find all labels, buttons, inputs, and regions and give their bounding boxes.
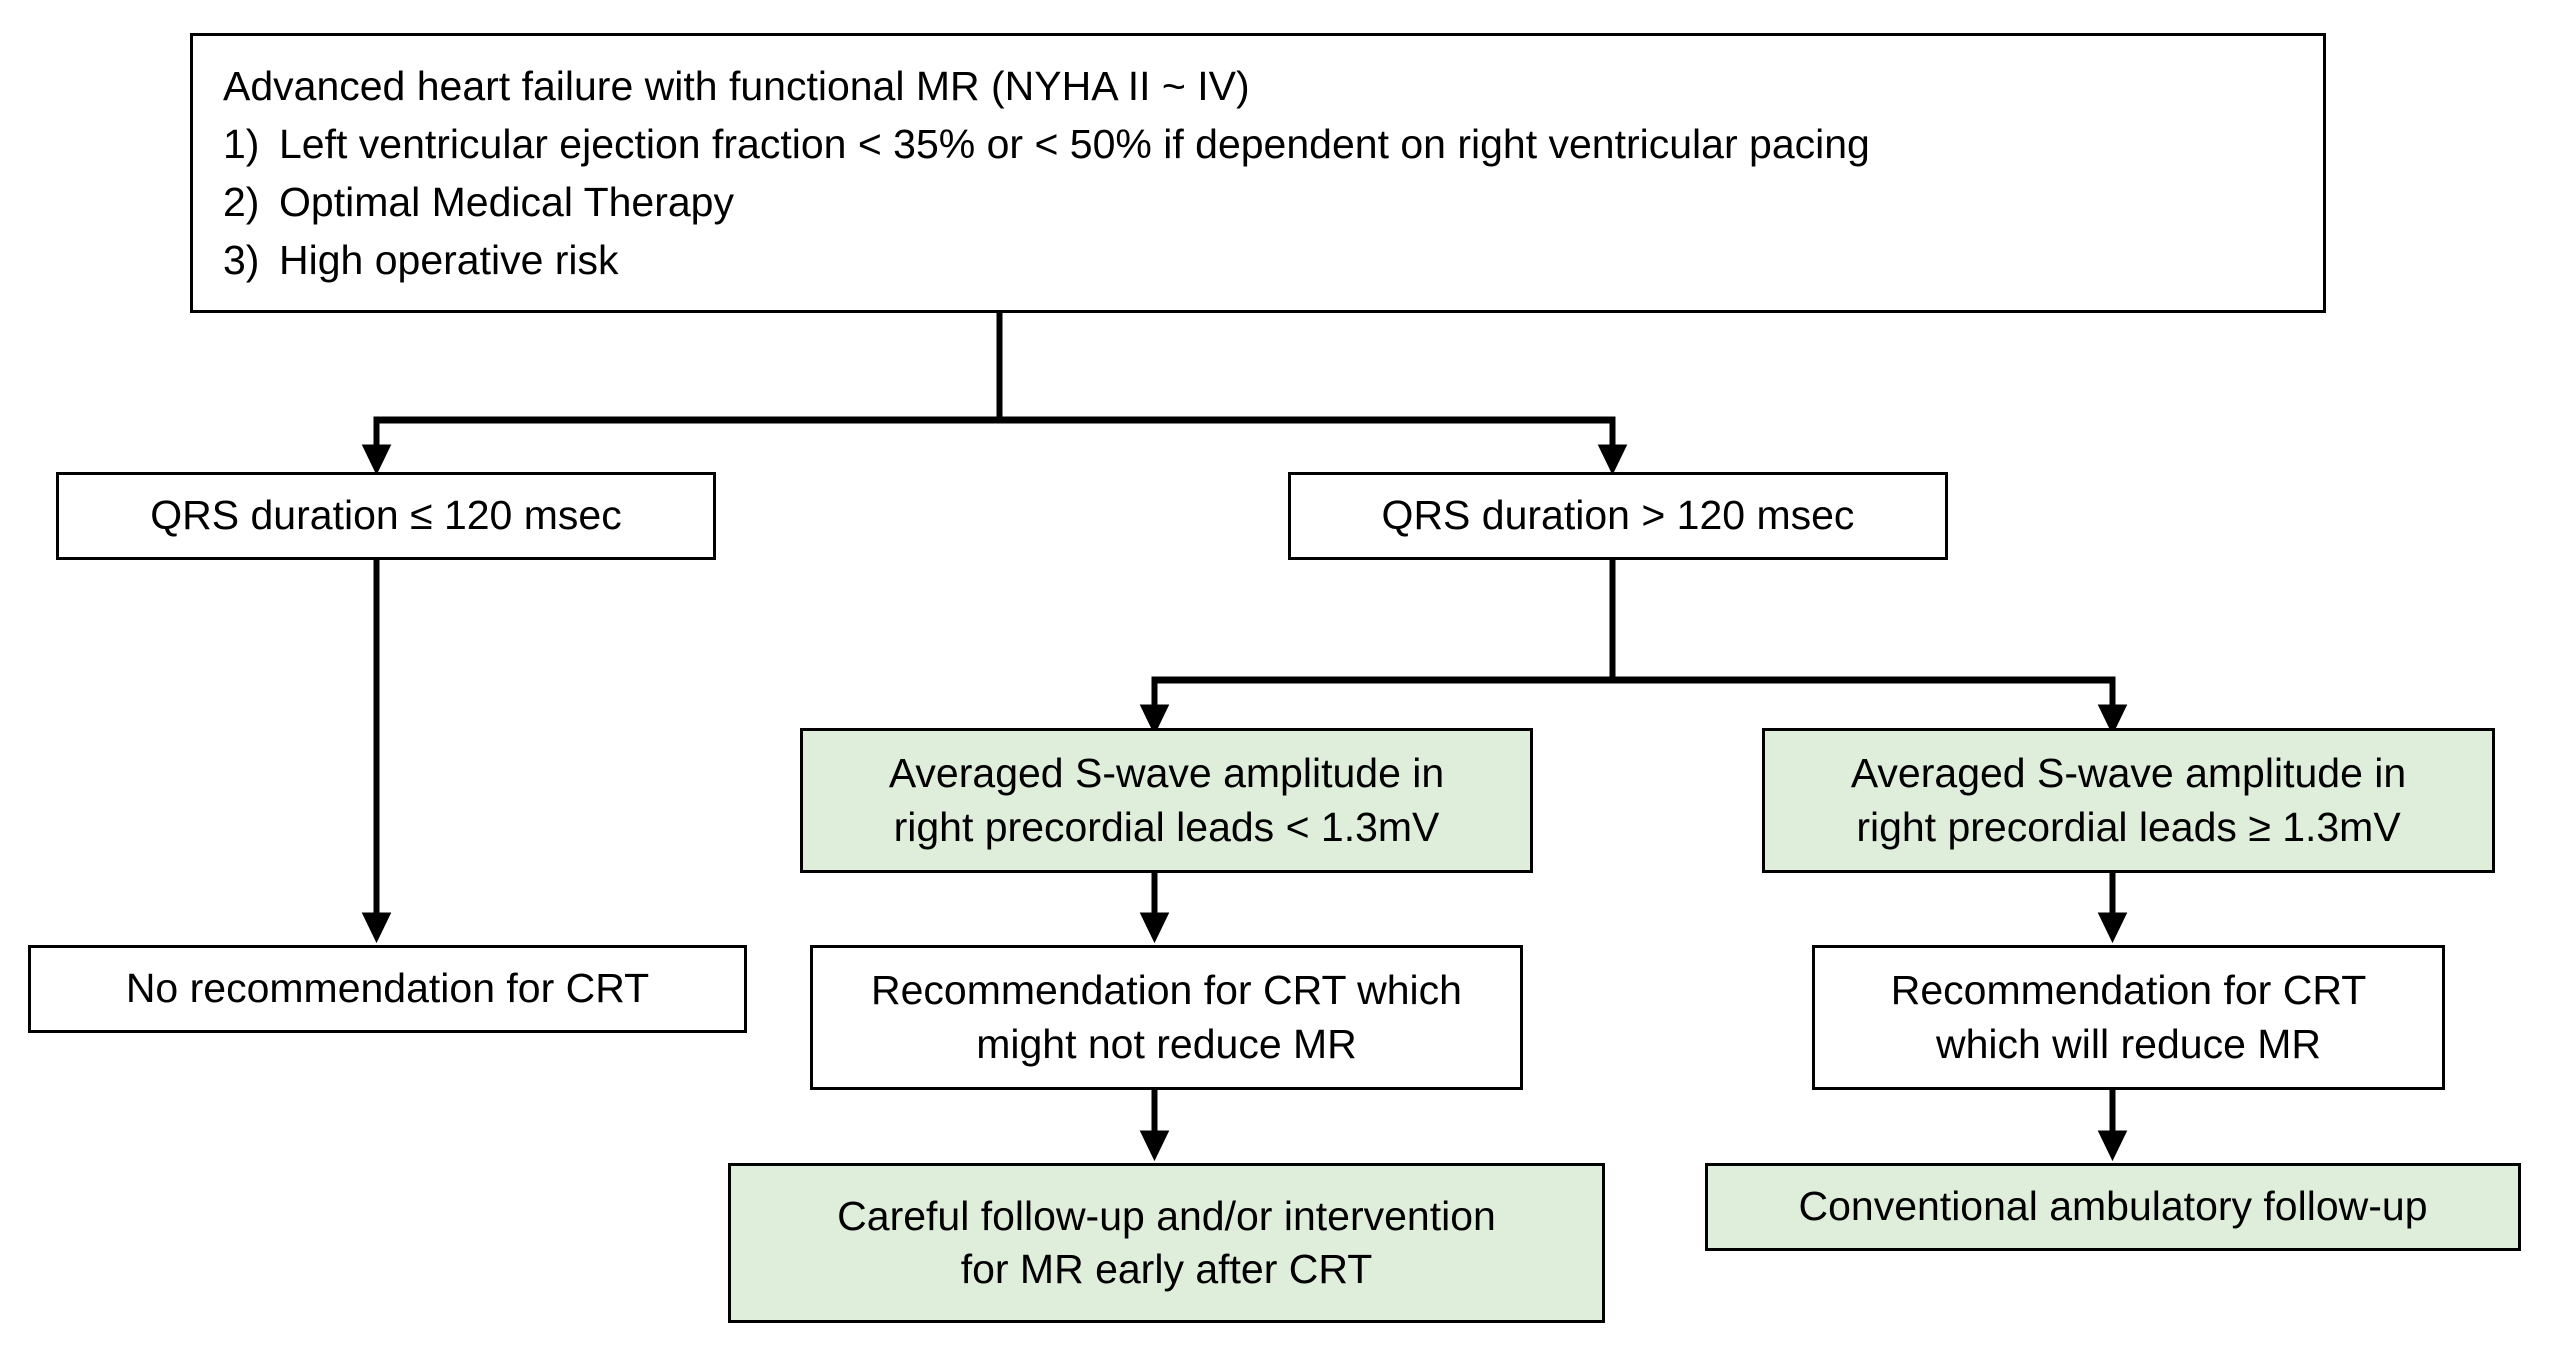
root-item-2-text: Optimal Medical Therapy xyxy=(279,179,734,225)
connector-rec-will-stem xyxy=(2109,1089,2116,1141)
arrowhead-to-rec-will xyxy=(2097,912,2128,944)
arrowhead-to-qrs-short xyxy=(361,444,392,476)
node-swave-amplitude-low: Averaged S-wave amplitude in right preco… xyxy=(800,728,1533,873)
connector-swave-low-stem xyxy=(1151,871,1158,923)
root-heading: Advanced heart failure with functional M… xyxy=(223,62,1250,109)
arrowhead-to-rec-might-not xyxy=(1139,912,1170,944)
root-item-1-number: 1) xyxy=(223,120,260,167)
rec-will-line-1: Recommendation for CRT xyxy=(1890,967,2367,1014)
connector-qrs-short-stem xyxy=(373,559,380,921)
qrs-long-label: QRS duration > 120 msec xyxy=(1381,492,1855,539)
root-item-1-text: Left ventricular ejection fraction < 35%… xyxy=(279,120,1870,167)
arrowhead-to-careful-followup xyxy=(1139,1130,1170,1162)
rec-might-not-line-1: Recommendation for CRT which xyxy=(871,967,1462,1014)
root-criteria-text: Advanced heart failure with functional M… xyxy=(193,57,1870,290)
connector-root-stem xyxy=(996,309,1003,421)
root-item-1: 1) Left ventricular ejection fraction < 3… xyxy=(223,115,1870,173)
root-item-2: 2) Optimal Medical Therapy xyxy=(223,173,1870,231)
connector-qrs-long-split-bar xyxy=(1151,676,2116,684)
node-no-recommendation-crt: No recommendation for CRT xyxy=(28,945,747,1033)
careful-followup-line-2: for MR early after CRT xyxy=(960,1246,1373,1292)
rec-might-not-line-2: might not reduce MR xyxy=(976,1020,1357,1067)
node-qrs-duration-short: QRS duration ≤ 120 msec xyxy=(56,472,716,560)
connector-rec-might-not-stem xyxy=(1151,1089,1158,1141)
qrs-long-text: QRS duration > 120 msec xyxy=(1291,489,1945,542)
swave-low-text: Averaged S-wave amplitude in right preco… xyxy=(803,747,1530,854)
swave-high-text: Averaged S-wave amplitude in right preco… xyxy=(1765,747,2492,854)
swave-low-line-2: right precordial leads < 1.3mV xyxy=(893,803,1440,850)
swave-high-line-1: Averaged S-wave amplitude in xyxy=(1850,750,2407,797)
root-item-3-text: High operative risk xyxy=(279,237,619,284)
connector-root-split-bar xyxy=(373,416,1616,424)
qrs-short-label: QRS duration ≤ 120 msec xyxy=(150,492,622,539)
node-recommendation-will-reduce: Recommendation for CRT which will reduce… xyxy=(1812,945,2445,1090)
no-crt-text: No recommendation for CRT xyxy=(31,962,744,1015)
no-crt-label: No recommendation for CRT xyxy=(125,965,650,1012)
connector-swave-high-stem xyxy=(2109,871,2116,923)
node-careful-followup: Careful follow-up and/or intervention fo… xyxy=(728,1163,1605,1323)
qrs-short-text: QRS duration ≤ 120 msec xyxy=(59,489,713,542)
careful-followup-text: Careful follow-up and/or intervention fo… xyxy=(731,1190,1602,1297)
conventional-followup-text: Conventional ambulatory follow-up xyxy=(1708,1180,2518,1233)
arrowhead-to-no-crt xyxy=(361,912,392,944)
connector-qrs-long-stem xyxy=(1609,559,1616,681)
node-recommendation-might-not-reduce: Recommendation for CRT which might not r… xyxy=(810,945,1523,1090)
rec-will-text: Recommendation for CRT which will reduce… xyxy=(1815,964,2442,1071)
rec-might-not-text: Recommendation for CRT which might not r… xyxy=(813,964,1520,1071)
node-swave-amplitude-high: Averaged S-wave amplitude in right preco… xyxy=(1762,728,2495,873)
arrowhead-to-qrs-long xyxy=(1597,444,1628,476)
node-conventional-followup: Conventional ambulatory follow-up xyxy=(1705,1163,2521,1251)
root-item-2-number: 2) xyxy=(223,179,260,225)
root-item-3-number: 3) xyxy=(223,237,260,284)
careful-followup-line-1: Careful follow-up and/or intervention xyxy=(837,1192,1496,1239)
arrowhead-to-conventional-followup xyxy=(2097,1130,2128,1162)
node-root-criteria: Advanced heart failure with functional M… xyxy=(190,33,2326,313)
connector-swave-low-drop xyxy=(1151,676,1158,713)
conventional-followup-line-1: Conventional ambulatory follow-up xyxy=(1798,1183,2428,1230)
root-item-3: 3) High operative risk xyxy=(223,231,1870,289)
swave-high-line-2: right precordial leads ≥ 1.3mV xyxy=(1856,803,2401,850)
swave-low-line-1: Averaged S-wave amplitude in xyxy=(888,750,1445,797)
connector-root-left-drop xyxy=(373,416,380,453)
node-qrs-duration-long: QRS duration > 120 msec xyxy=(1288,472,1948,560)
connector-root-right-drop xyxy=(1609,416,1616,453)
connector-swave-high-drop xyxy=(2109,676,2116,713)
rec-will-line-2: which will reduce MR xyxy=(1935,1020,2322,1067)
